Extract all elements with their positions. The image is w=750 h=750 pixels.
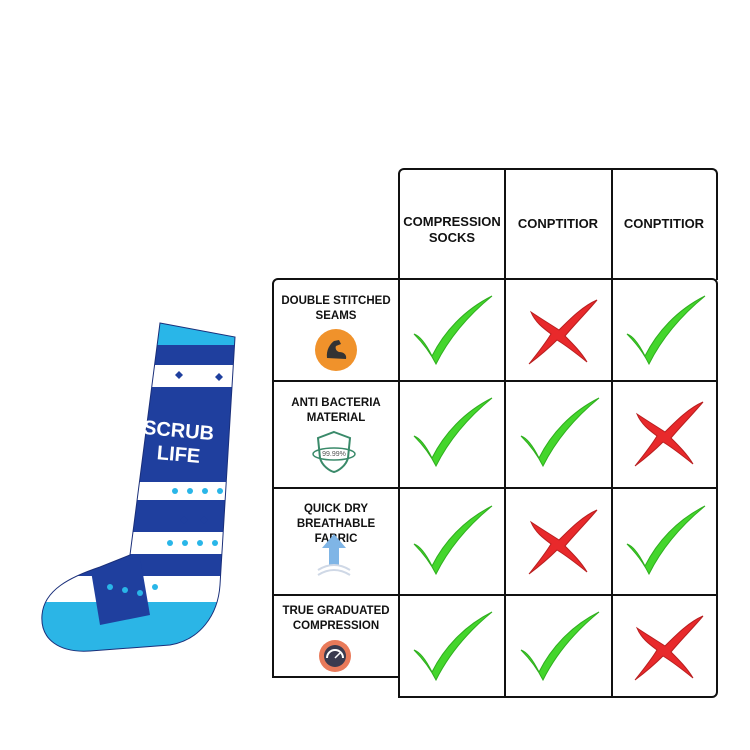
row-divider (272, 676, 400, 678)
flexed-arm-icon (315, 329, 357, 371)
column-header-competitor-2: CONPTITIOR (623, 216, 705, 231)
row-label-graduated-compression: TRUE GRADUATED COMPRESSION (282, 605, 390, 632)
cross-mark-icon (528, 299, 598, 365)
check-mark-icon (520, 397, 600, 468)
row-label-anti-bacteria: ANTI BACTERIA MATERIAL (291, 397, 381, 424)
cross-mark-icon (634, 401, 704, 467)
svg-text:LIFE: LIFE (156, 442, 201, 468)
check-mark-icon (626, 505, 706, 576)
row-divider (272, 594, 718, 596)
check-mark-icon (413, 397, 493, 468)
label-column-end (272, 676, 398, 700)
cross-mark-icon (634, 615, 704, 681)
check-mark-icon (520, 611, 600, 682)
shield-percent-text: 99.99% (322, 451, 346, 458)
sock-illustration: SCRUB LIFE (41, 322, 236, 652)
check-mark-icon (413, 295, 493, 366)
row-divider (272, 487, 718, 489)
shield-99-icon: 99.99% (312, 430, 356, 474)
row-divider (272, 380, 718, 382)
cross-mark-icon (528, 509, 598, 575)
check-mark-icon (626, 295, 706, 366)
row-label-double-stitched: DOUBLE STITCHED SEAMS (281, 295, 391, 322)
column-header-compression-socks: COMPRESSION SOCKS (403, 214, 501, 245)
check-mark-icon (413, 611, 493, 682)
column-divider (504, 168, 506, 698)
column-header-frame (398, 168, 718, 280)
column-header-competitor-1: CONPTITIOR (517, 216, 599, 231)
pressure-gauge-icon (319, 640, 351, 672)
column-divider (611, 168, 613, 698)
airflow-arrow-icon (317, 534, 351, 576)
check-mark-icon (413, 505, 493, 576)
